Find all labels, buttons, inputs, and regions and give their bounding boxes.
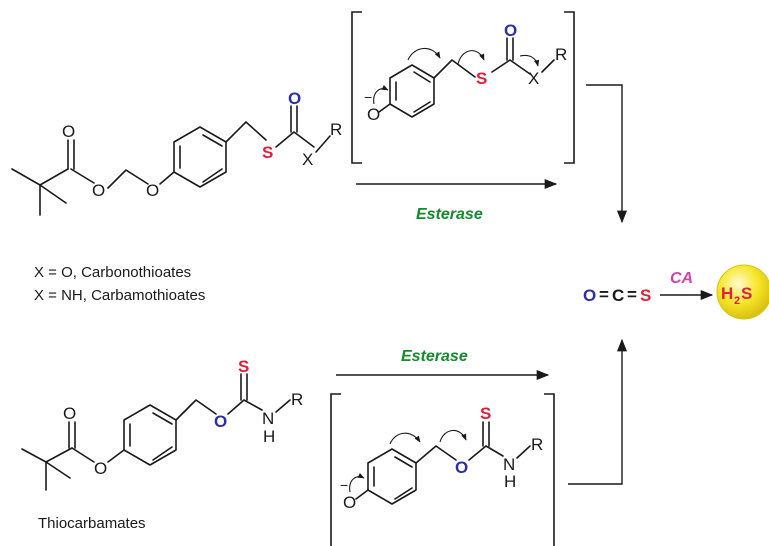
benzene-ring-3 xyxy=(123,404,177,466)
carbonyl-o-blue: O xyxy=(288,89,301,108)
thio-s: S xyxy=(262,143,273,162)
r-group-2: R xyxy=(555,45,567,64)
elbow-arrow-bottom xyxy=(568,338,628,485)
cos-c: C xyxy=(612,286,624,305)
bottom-intermediate: O − O S N H R xyxy=(340,404,543,512)
ca-label: CA xyxy=(670,270,693,287)
thio-s-2: S xyxy=(476,69,487,88)
h2s-h: H xyxy=(721,284,733,303)
curly-arrow-2 xyxy=(407,47,441,61)
thiono-s: S xyxy=(238,357,249,376)
ester-o-bond xyxy=(70,168,95,184)
h2s-label: H 2 S xyxy=(721,284,752,307)
ome-bonds xyxy=(107,169,149,189)
phenolate-o-1: O xyxy=(367,105,380,124)
curly-arrow-4 xyxy=(519,54,540,67)
x-o-label: X = O, Carbonothioates xyxy=(34,264,191,281)
esterase-label-top: Esterase xyxy=(416,206,483,223)
benzyl-bonds xyxy=(225,121,267,143)
cos-molecule: O = C = S xyxy=(583,285,651,305)
benzene-ring-2 xyxy=(389,64,435,118)
thiono-o: O xyxy=(214,412,227,431)
top-bracket xyxy=(351,11,575,164)
h-atom: H xyxy=(263,427,275,446)
r-group-4: R xyxy=(531,435,543,454)
x-r-bond xyxy=(315,135,331,153)
esterase-label-bottom: Esterase xyxy=(401,348,468,365)
phenolate-o-2: O xyxy=(343,493,356,512)
curly-arrow-7 xyxy=(439,429,467,443)
carbonyl-o-2: O xyxy=(504,21,517,40)
thioester-bonds xyxy=(275,131,315,148)
h2s-2: 2 xyxy=(734,295,740,307)
x-nh-label: X = NH, Carbamothioates xyxy=(34,287,205,304)
cos-o: O xyxy=(583,286,596,305)
ester-carbonyl-o-b: O xyxy=(63,404,76,423)
thiocarbamates-label: Thiocarbamates xyxy=(38,515,146,532)
ester-carbonyl-o: O xyxy=(62,122,75,141)
cos-s: S xyxy=(640,286,651,305)
minus-1: − xyxy=(364,89,372,105)
cos-eq-2: = xyxy=(627,285,637,304)
elbow-arrow-top xyxy=(586,84,628,224)
top-left-molecule: O O O S O X R xyxy=(11,89,342,216)
curly-arrow-3 xyxy=(457,50,485,65)
benzene-ring-1 xyxy=(173,126,227,188)
h2s-sphere xyxy=(716,264,769,320)
bottom-left-molecule: O O O S N H R xyxy=(21,357,303,491)
h2s-s: S xyxy=(741,284,752,303)
minus-2: − xyxy=(340,477,348,493)
x-atom: X xyxy=(302,150,313,169)
h-atom-2: H xyxy=(504,472,516,491)
thiono-s-2: S xyxy=(480,404,491,423)
r-group: R xyxy=(330,120,342,139)
benzene-ring-4 xyxy=(367,448,417,505)
tbutyl-bonds xyxy=(11,168,69,216)
n-atom-2: N xyxy=(503,455,515,474)
thiono-o-2: O xyxy=(455,458,468,477)
r-group-3: R xyxy=(291,390,303,409)
curly-arrow-1 xyxy=(373,84,389,105)
curly-arrow-5 xyxy=(349,472,365,493)
cos-eq-1: = xyxy=(599,285,609,304)
ester-o-b: O xyxy=(94,459,107,478)
ester-carbonyl xyxy=(67,139,75,170)
x-atom-2: X xyxy=(528,69,539,88)
aryl-o-bond xyxy=(159,171,175,185)
top-intermediate: O − S O X R xyxy=(364,21,567,124)
curly-arrow-6 xyxy=(389,432,421,445)
carbonyl-double xyxy=(290,105,298,133)
ester-o: O xyxy=(92,181,105,200)
n-atom: N xyxy=(262,409,274,428)
ether-o: O xyxy=(146,181,159,200)
bottom-bracket xyxy=(330,393,555,546)
